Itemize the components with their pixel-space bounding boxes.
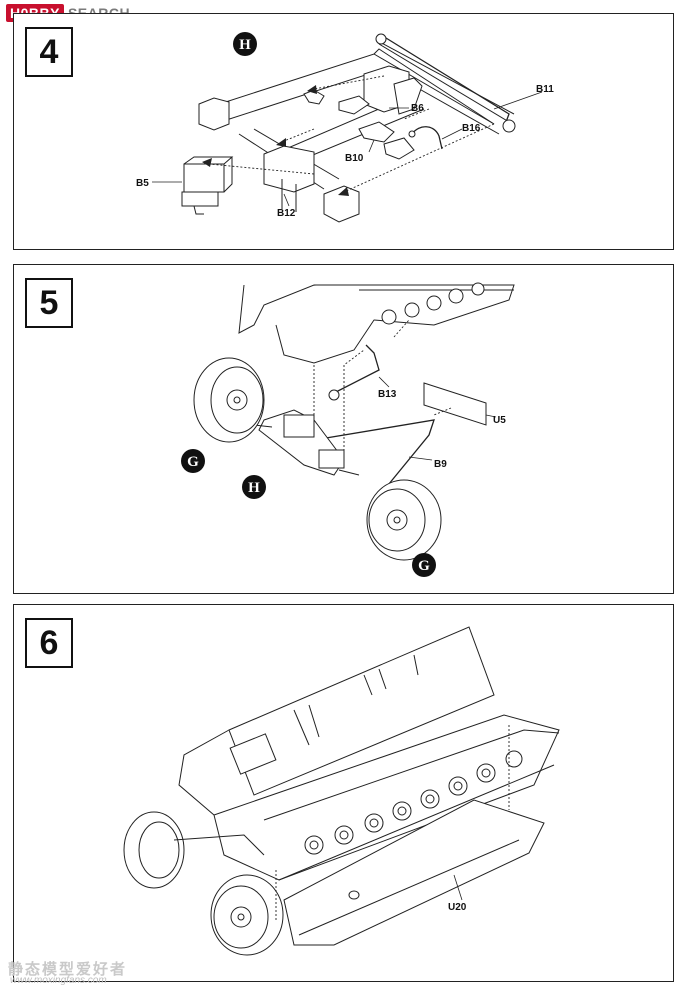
part-label: B9	[434, 459, 447, 470]
part-label: U5	[493, 415, 506, 426]
callout-badge-label: H	[248, 480, 260, 496]
part-label: B5	[136, 178, 149, 189]
step-4-panel: 4	[13, 13, 674, 250]
callout-badge-icon	[412, 553, 436, 577]
callout-badge-icon	[242, 475, 266, 499]
callout-badge-icon	[233, 32, 257, 56]
step-number: 6	[25, 618, 73, 668]
step-5-panel: 5	[13, 264, 674, 594]
step-4-drawing: H B11 B6 B16 B10 B5 B12	[136, 32, 554, 223]
callout-badge-icon	[181, 449, 205, 473]
part-label: B6	[411, 103, 424, 114]
part-label: B16	[462, 123, 481, 134]
step-5-drawing: G H G B13 U5 B9	[181, 282, 515, 577]
callout-badge-label: H	[239, 37, 251, 53]
step-6-panel: 6	[13, 604, 674, 982]
callout-badge-label: G	[418, 558, 430, 574]
step-number: 5	[25, 278, 73, 328]
part-label: B10	[345, 153, 364, 164]
part-label: B11	[536, 84, 554, 95]
callout-badge-label: G	[187, 454, 199, 470]
step-number: 4	[25, 27, 73, 77]
watermark-url: www.moxingfans.com	[10, 975, 107, 986]
step-6-drawing: U20	[123, 626, 560, 956]
watermark-chinese-text: 静态模型爱好者	[8, 960, 128, 978]
moxingfans-watermark: 静态模型爱好者 www.moxingfans.com	[4, 958, 174, 990]
part-label: B13	[378, 389, 397, 400]
part-label: B12	[277, 208, 296, 219]
part-label: U20	[448, 902, 467, 913]
